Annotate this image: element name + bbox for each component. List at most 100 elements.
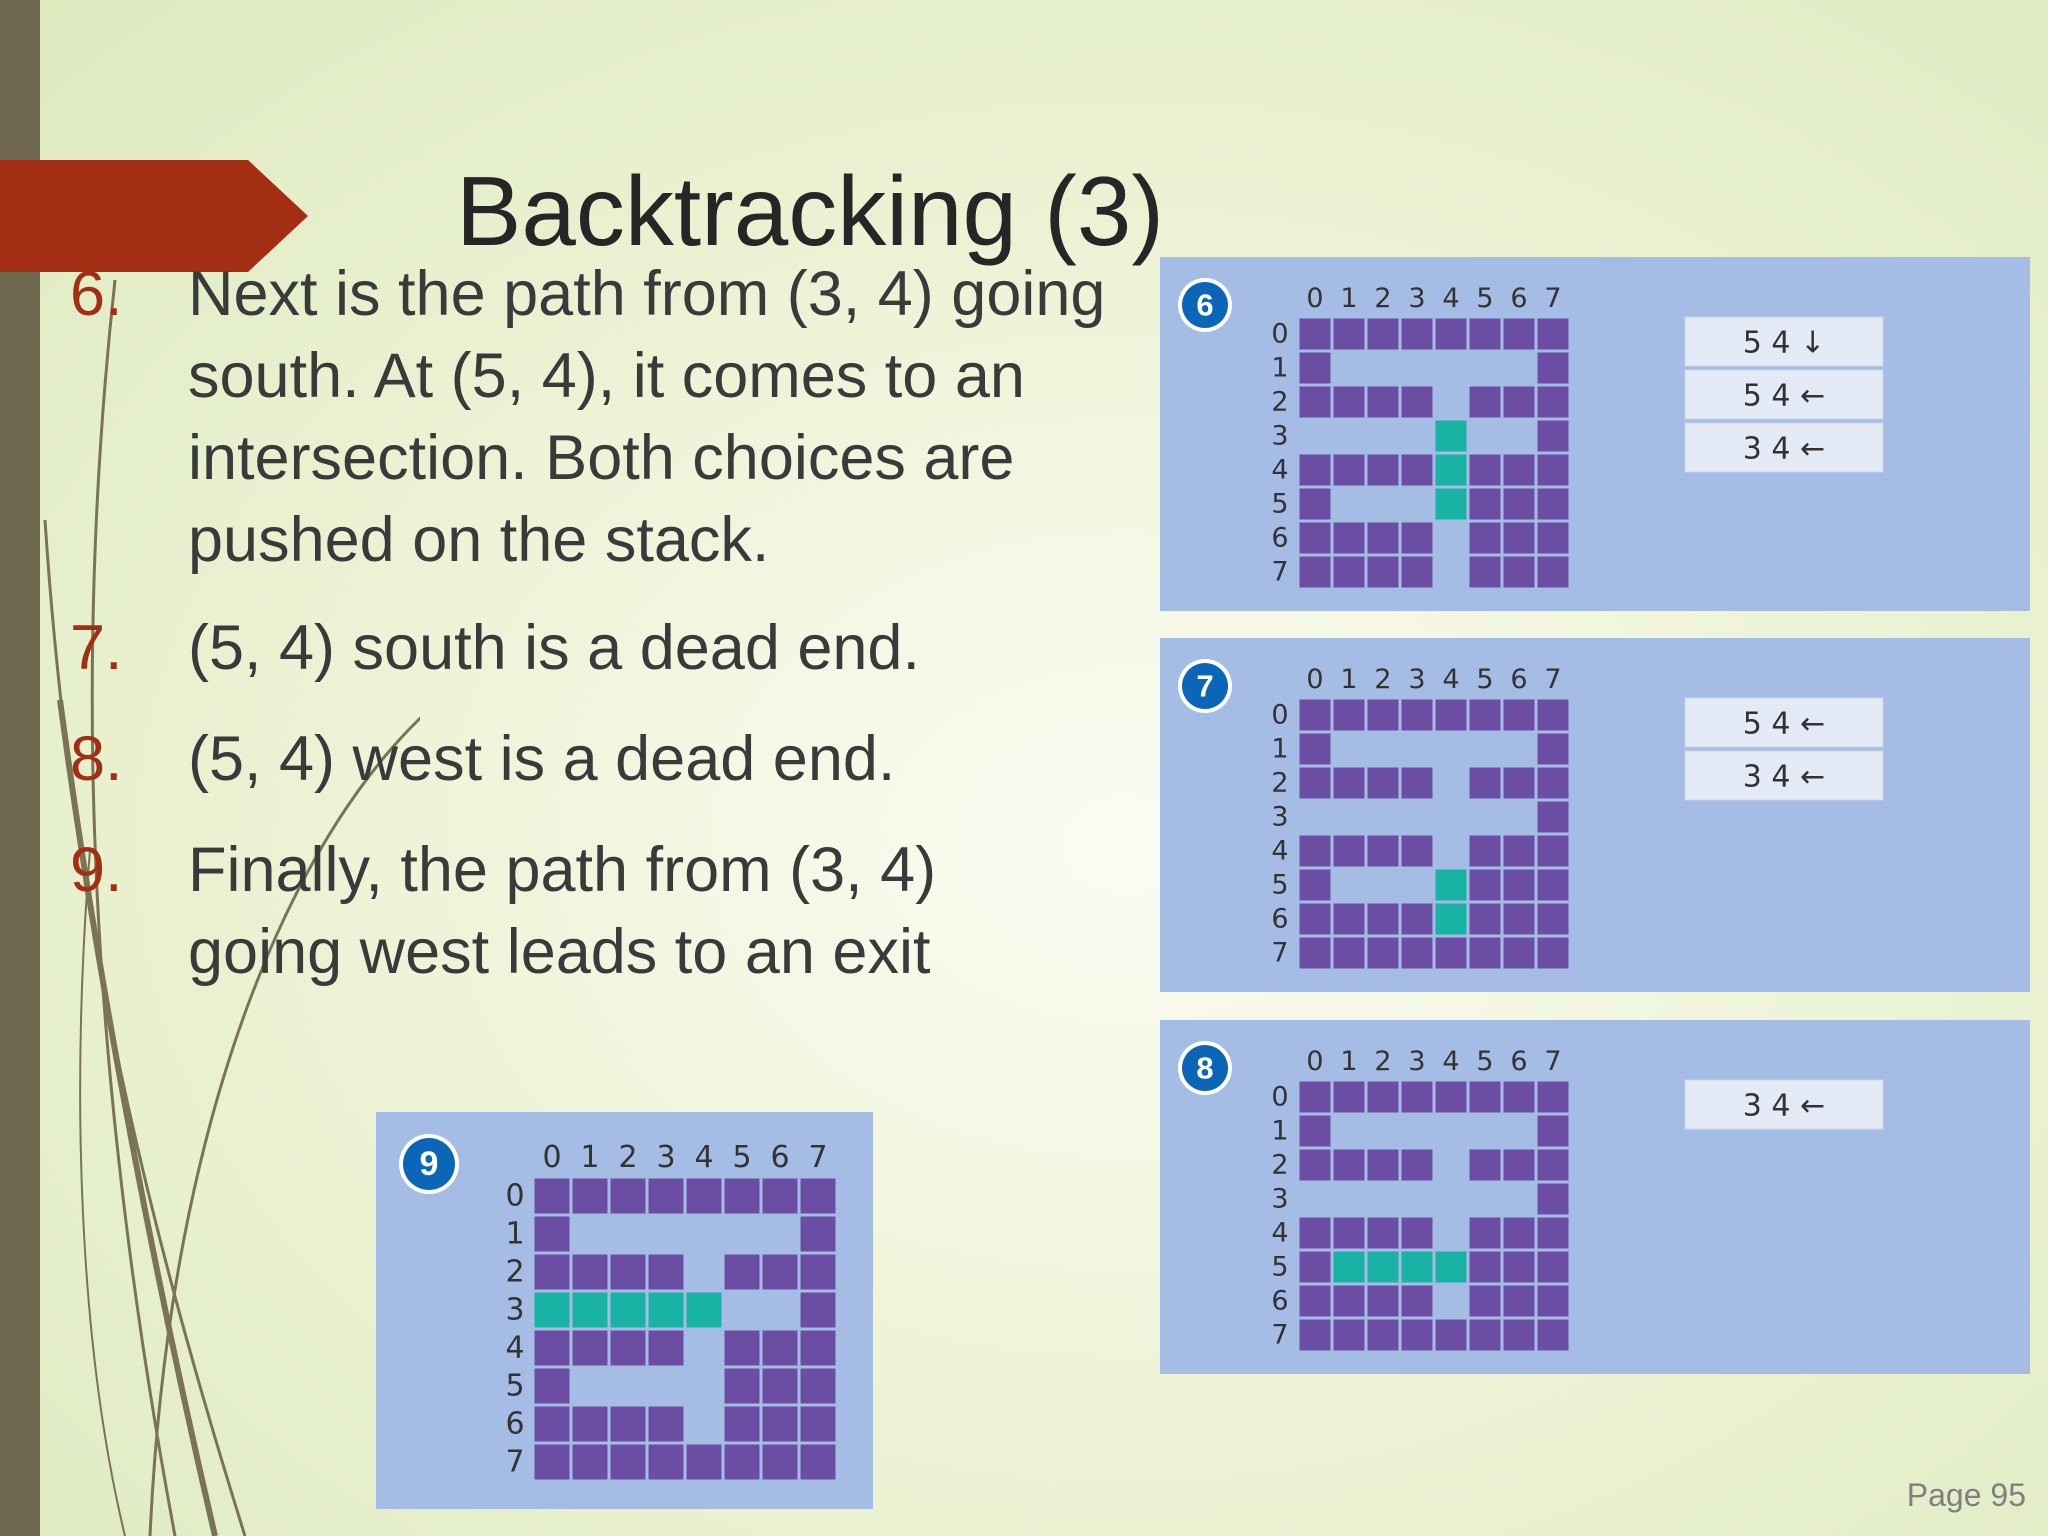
stack-cell	[1684, 750, 1884, 801]
wall-cell	[1503, 522, 1535, 554]
wall-cell	[572, 1254, 608, 1290]
wall-cell	[1469, 937, 1501, 969]
column-label: 5	[1476, 664, 1493, 695]
wall-cell	[1401, 1217, 1433, 1249]
column-label: 7	[808, 1140, 827, 1175]
wall-cell	[610, 1330, 646, 1366]
column-label: 2	[1374, 1046, 1391, 1077]
stack-entry: 5 4 ←	[1743, 707, 1825, 742]
wall-cell	[572, 1330, 608, 1366]
stack-cell	[1684, 369, 1884, 420]
wall-cell	[1503, 488, 1535, 520]
path-cell	[610, 1292, 646, 1328]
path-cell	[1435, 420, 1467, 452]
wall-cell	[1299, 352, 1331, 384]
wall-cell	[1435, 1081, 1467, 1113]
wall-cell	[1537, 1149, 1569, 1181]
row-label: 0	[505, 1179, 524, 1214]
wall-cell	[1537, 1285, 1569, 1317]
wall-cell	[1469, 1217, 1501, 1249]
wall-cell	[762, 1368, 798, 1404]
row-label: 5	[505, 1369, 524, 1404]
wall-cell	[1537, 699, 1569, 731]
wall-cell	[1503, 1217, 1535, 1249]
row-label: 2	[1271, 387, 1288, 418]
wall-cell	[1401, 937, 1433, 969]
wall-cell	[724, 1406, 760, 1442]
wall-cell	[1299, 869, 1331, 901]
list-number: 6.	[70, 259, 123, 329]
wall-cell	[800, 1178, 836, 1214]
wall-cell	[648, 1406, 684, 1442]
stack-entry: 3 4 ←	[1743, 432, 1825, 467]
wall-cell	[1435, 318, 1467, 350]
wall-cell	[1537, 1319, 1569, 1351]
wall-cell	[1469, 767, 1501, 799]
wall-cell	[1537, 1115, 1569, 1147]
wall-cell	[1401, 903, 1433, 935]
wall-cell	[1469, 699, 1501, 731]
wall-cell	[1503, 318, 1535, 350]
row-label: 7	[1271, 557, 1288, 588]
column-label: 4	[1442, 283, 1459, 314]
row-label: 1	[1271, 1116, 1288, 1147]
row-label: 5	[1271, 870, 1288, 901]
badge-label: 9	[420, 1145, 439, 1183]
wall-cell	[1469, 454, 1501, 486]
wall-cell	[762, 1406, 798, 1442]
page-number: Page 95	[1906, 1477, 2026, 1513]
wall-cell	[1537, 903, 1569, 935]
stack-cell	[1684, 697, 1884, 748]
grass-line	[90, 279, 177, 1536]
row-label: 5	[1271, 1252, 1288, 1283]
column-label: 3	[1408, 283, 1425, 314]
wall-cell	[1503, 937, 1535, 969]
list-text: Next is the path from (3, 4) going south…	[188, 259, 1106, 575]
list-number: 8.	[70, 724, 123, 794]
list-item-9: 9. Finally, the path from (3, 4) going w…	[70, 829, 1030, 993]
wall-cell	[1401, 454, 1433, 486]
wall-cell	[1299, 1115, 1331, 1147]
stack-entry: 3 4 ←	[1743, 1089, 1825, 1124]
wall-cell	[1401, 1149, 1433, 1181]
list-item-6: 6. Next is the path from (3, 4) going so…	[70, 253, 1150, 581]
column-label: 7	[1544, 1046, 1561, 1077]
stack-cell	[1684, 1079, 1884, 1130]
wall-cell	[648, 1444, 684, 1480]
wall-cell	[762, 1330, 798, 1366]
column-label: 0	[542, 1140, 561, 1175]
wall-cell	[1469, 318, 1501, 350]
wall-cell	[1299, 1217, 1331, 1249]
wall-cell	[1367, 1217, 1399, 1249]
wall-cell	[800, 1444, 836, 1480]
column-label: 2	[618, 1140, 637, 1175]
path-cell	[1435, 869, 1467, 901]
wall-cell	[1537, 1217, 1569, 1249]
column-label: 1	[1340, 1046, 1357, 1077]
wall-cell	[1537, 1081, 1569, 1113]
wall-cell	[1401, 386, 1433, 418]
wall-cell	[1401, 1319, 1433, 1351]
stack-entry: 5 4 ↓	[1743, 326, 1825, 361]
wall-cell	[1537, 835, 1569, 867]
wall-cell	[1401, 1081, 1433, 1113]
wall-cell	[1537, 420, 1569, 452]
wall-cell	[1401, 522, 1433, 554]
path-cell	[1367, 1251, 1399, 1283]
step-badge	[1182, 663, 1228, 709]
column-label: 1	[580, 1140, 599, 1175]
wall-cell	[1469, 1149, 1501, 1181]
list-item-7: 7. (5, 4) south is a dead end.	[70, 607, 1150, 689]
wall-cell	[1469, 556, 1501, 588]
path-cell	[572, 1292, 608, 1328]
wall-cell	[1367, 318, 1399, 350]
wall-cell	[1503, 835, 1535, 867]
wall-cell	[1367, 1081, 1399, 1113]
wall-cell	[1333, 1149, 1365, 1181]
wall-cell	[1333, 556, 1365, 588]
badge-label: 6	[1196, 288, 1213, 323]
decorative-grass-lines	[43, 279, 420, 1536]
